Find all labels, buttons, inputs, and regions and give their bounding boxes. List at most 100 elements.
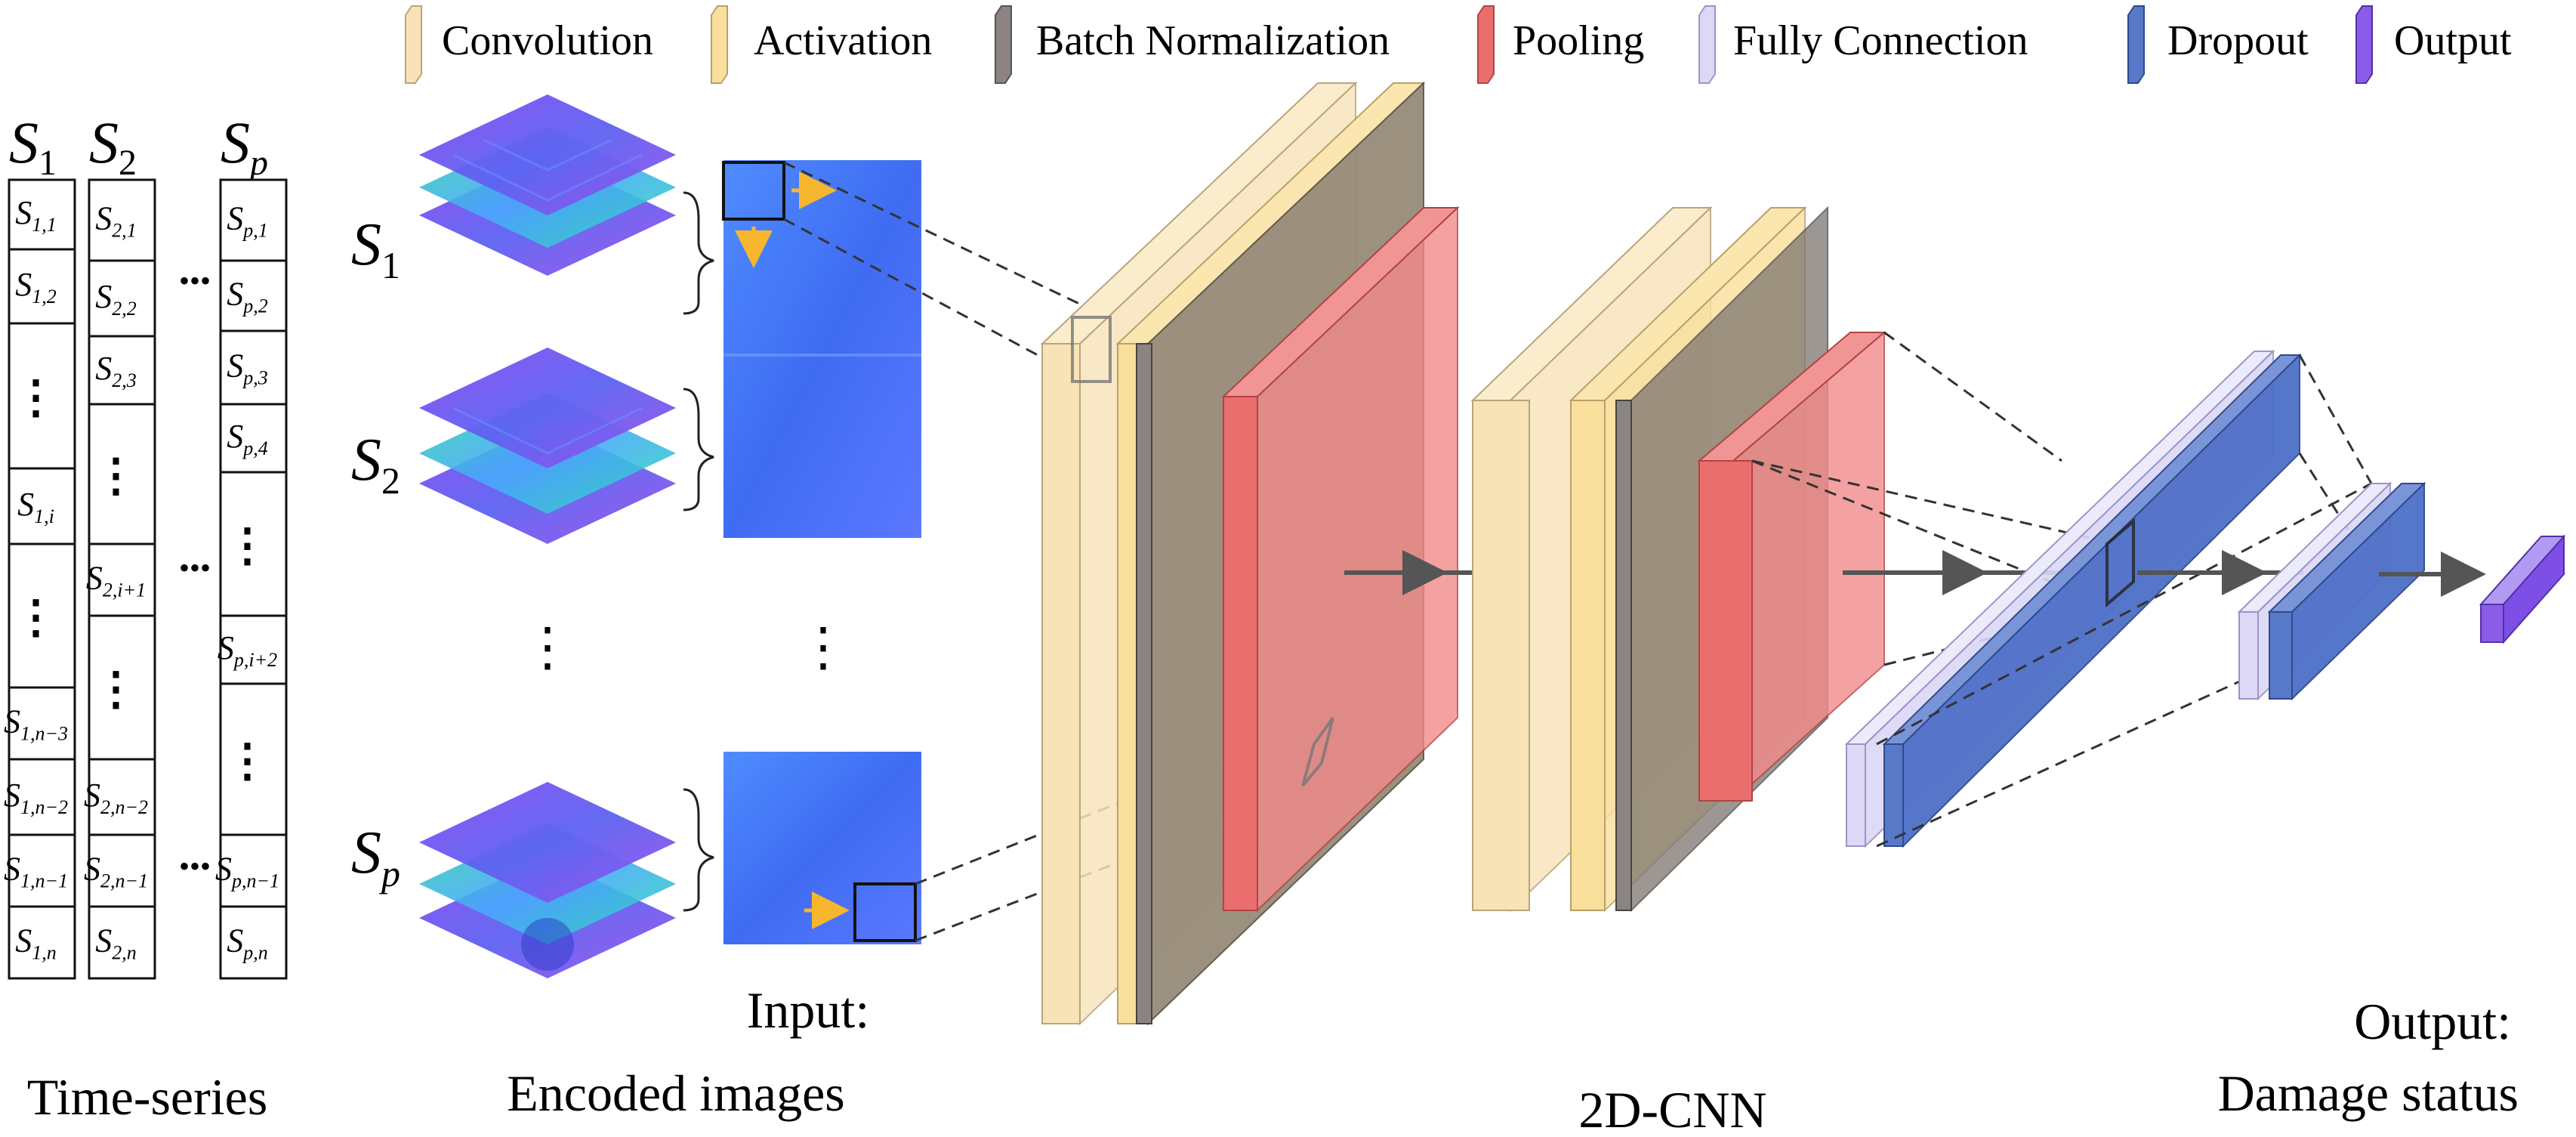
- time-series-cell: [219, 329, 288, 406]
- dropout1-layer: [1882, 353, 2302, 848]
- feature-map-stack-s2: [419, 348, 676, 544]
- legend-swatch-activation: [711, 5, 728, 84]
- encoded-images: S1 S2 Sp ⋮ ⋮ Input: Encoded images: [351, 94, 921, 1122]
- time-series-ellipsis-1: •••: [179, 551, 211, 585]
- time-series-cell-label: S1,1: [15, 194, 57, 236]
- legend-label-convolution: Convolution: [442, 17, 653, 64]
- time-series-cell-label: S1,n−1: [4, 851, 68, 892]
- time-series-vdots: ⋮: [94, 451, 139, 501]
- time-series-cell: [88, 335, 156, 406]
- time-series-cell-label: S2,i+1: [86, 560, 146, 601]
- time-series-cell: [219, 905, 288, 980]
- legend-swatch-pooling: [1477, 5, 1495, 84]
- time-series-cell: [8, 758, 76, 836]
- time-series-cell-label: S2,n: [95, 922, 137, 964]
- time-series-header-0: S1: [9, 110, 57, 183]
- time-series-vdots: ⋮: [225, 521, 270, 570]
- time-series-cell-label: S1,i: [17, 486, 54, 527]
- time-series-cell: [8, 542, 76, 689]
- time-series-vdots: ⋮: [14, 592, 59, 642]
- legend-item-output: Output: [2355, 5, 2512, 84]
- time-series-cell-label: Sp,n−1: [215, 851, 279, 892]
- time-series-cell-label: S2,2: [95, 278, 137, 320]
- time-series-cell: [219, 178, 288, 262]
- time-series-cell-label: Sp,2: [227, 276, 268, 317]
- time-series-vdots: ⋮: [94, 664, 139, 714]
- feature-map-stack-s1: [419, 94, 676, 276]
- time-series-cell: [88, 259, 156, 338]
- legend-item-dropout: Dropout: [2127, 5, 2309, 84]
- time-series-cell: [219, 471, 288, 617]
- time-series-cell: [8, 686, 76, 761]
- legend-item-fully-connection: Fully Connection: [1698, 5, 2028, 84]
- kernel-window-top: [722, 161, 785, 221]
- legend-swatch-dropout: [2127, 5, 2145, 84]
- pooling1-layer: [1221, 205, 1460, 913]
- time-series-cell: [219, 614, 288, 685]
- encoded-vdots-right: ⋮: [797, 619, 850, 677]
- time-series-cell: [8, 248, 76, 325]
- legend-swatch-output: [2355, 5, 2373, 84]
- damage-status-caption: Damage status: [2218, 1064, 2519, 1122]
- time-series-cell: [8, 178, 76, 251]
- legend-label-pooling: Pooling: [1513, 17, 1644, 64]
- time-series-cell-label: S1,n−2: [4, 777, 68, 818]
- kernel-window-bottom: [853, 882, 917, 942]
- time-series-caption: Time-series: [27, 1068, 268, 1126]
- time-series-cell-label: S1,n: [15, 922, 57, 964]
- output-layer: [2479, 534, 2566, 644]
- time-series-vdots: ⋮: [225, 736, 270, 786]
- time-series-cell: [8, 322, 76, 470]
- cnn-caption: 2D-CNN: [1578, 1081, 1766, 1137]
- time-series-cell-label: Sp,3: [227, 348, 268, 389]
- legend-label-fully-connection: Fully Connection: [1733, 17, 2028, 64]
- time-series-cell-label: S1,2: [15, 266, 57, 307]
- legend-label-output: Output: [2394, 17, 2512, 64]
- encoded-image-tile-s1-s2: [723, 160, 921, 538]
- legend: Convolution Activation Batch Normalizati…: [405, 5, 2512, 84]
- time-series-cell: [88, 542, 156, 617]
- brace-s2: [683, 388, 714, 511]
- legend-item-pooling: Pooling: [1477, 5, 1644, 84]
- time-series-header-2: Sp: [221, 110, 268, 183]
- time-series-cell-label: S2,n−2: [84, 777, 148, 818]
- brace-s1: [683, 191, 714, 315]
- legend-label-dropout: Dropout: [2167, 17, 2309, 64]
- pooling2-layer: [1697, 330, 1886, 803]
- time-series-cell-label: Sp,4: [227, 418, 268, 459]
- time-series-cell: [88, 178, 156, 262]
- time-series-cell-label: S1,n−3: [4, 703, 68, 745]
- encoded-vdots-left: ⋮: [521, 619, 574, 677]
- encoded-image-tile-sp: [723, 752, 921, 944]
- time-series-cell: [8, 833, 76, 908]
- stack-label-sp: Sp: [351, 820, 400, 894]
- time-series-cell-label: Sp,1: [227, 200, 268, 242]
- stack-label-s2: S2: [351, 427, 400, 502]
- time-series-cell: [219, 403, 288, 474]
- time-series-ellipsis-0: •••: [179, 264, 211, 298]
- time-series-cell-label: S2,1: [95, 200, 137, 242]
- time-series-cell: [219, 833, 288, 908]
- stack-label-s1: S1: [351, 212, 400, 286]
- time-series-cell: [88, 758, 156, 836]
- legend-item-activation: Activation: [711, 5, 932, 84]
- legend-swatch-convolution: [405, 5, 422, 84]
- time-series-cell: [8, 467, 76, 545]
- legend-label-activation: Activation: [754, 17, 932, 64]
- time-series-cell-label: Sp,n: [227, 922, 268, 964]
- output-caption: Output:: [2354, 993, 2511, 1050]
- time-series-ellipsis-2: •••: [179, 849, 211, 883]
- time-series-cell-label: Sp,i+2: [217, 629, 277, 671]
- cnn-layers: 2D-CNN: [783, 81, 2566, 1137]
- legend-swatch-fully-connection: [1698, 5, 1716, 84]
- time-series-cell: [88, 614, 156, 761]
- time-series-vdots: ⋮: [14, 372, 59, 422]
- legend-item-convolution: Convolution: [405, 5, 653, 84]
- time-series-cell-label: S2,n−1: [84, 851, 148, 892]
- feature-map-stack-sp: [419, 782, 676, 978]
- brace-sp: [683, 788, 714, 912]
- legend-item-batch-normalization: Batch Normalization: [995, 5, 1390, 84]
- time-series-cell-label: S2,3: [95, 350, 137, 391]
